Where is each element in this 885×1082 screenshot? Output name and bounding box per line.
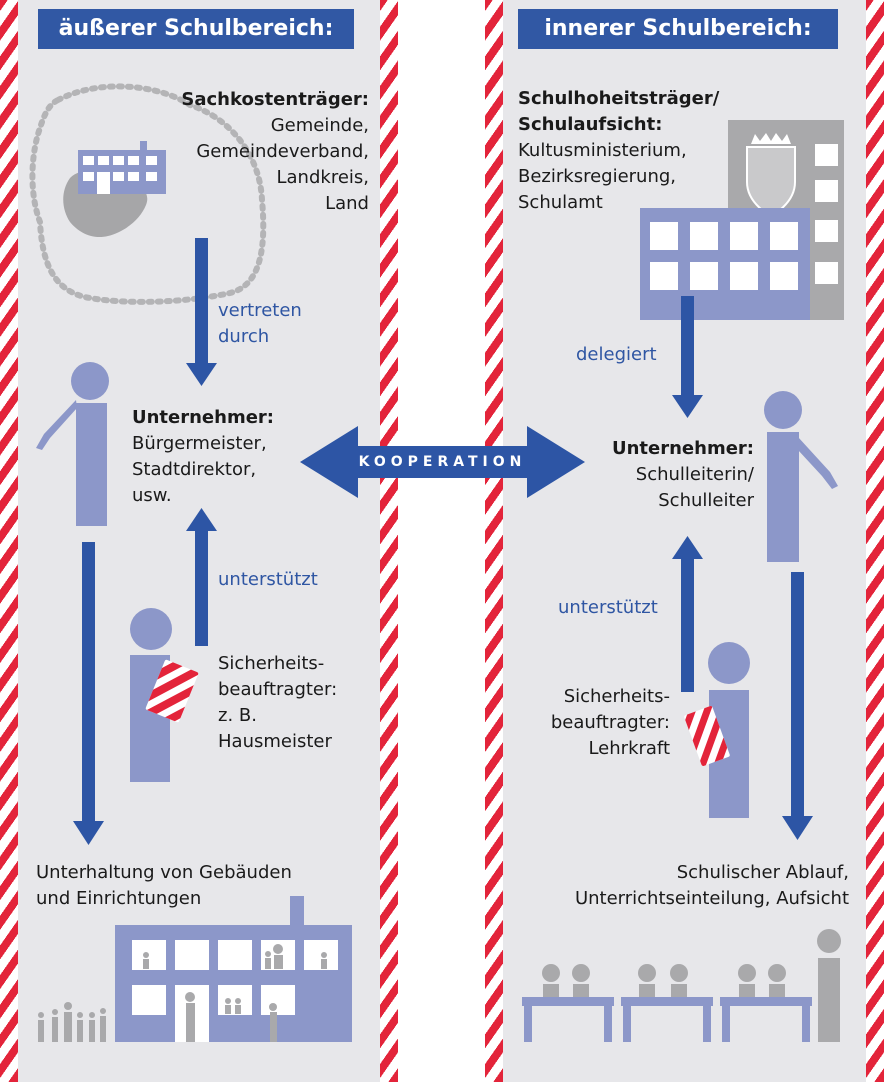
right-sicherheit-block: Sicherheits- beauftragter: Lehrkraft bbox=[551, 684, 670, 762]
left-unternehmer-line: Stadtdirektor, bbox=[132, 459, 257, 480]
left-sicherheit-line: z. B. bbox=[218, 705, 257, 726]
hoheit-title: Schulhoheitsträger/ bbox=[518, 88, 720, 109]
sachkosten-block: Sachkostenträger: Gemeinde, Gemeindeverb… bbox=[181, 87, 369, 217]
left-result-block: Unterhaltung von Gebäuden und Einrichtun… bbox=[36, 860, 292, 912]
stripe-border bbox=[380, 0, 398, 1082]
hoheit-line: Schulamt bbox=[518, 192, 603, 213]
sachkosten-line: Gemeinde, bbox=[270, 115, 369, 136]
left-unternehmer-line: Bürgermeister, bbox=[132, 433, 267, 454]
kooperation-arrow bbox=[300, 426, 585, 498]
vertreten-label: vertreten durch bbox=[218, 298, 302, 350]
kooperation-label: KOOPERATION bbox=[358, 454, 527, 470]
left-unterstuetzt-label: unterstützt bbox=[218, 569, 318, 590]
stripe-border bbox=[485, 0, 503, 1082]
stripe-border bbox=[0, 0, 18, 1082]
classroom-icon bbox=[522, 929, 841, 1042]
sachkosten-line: Land bbox=[325, 193, 369, 214]
right-unternehmer-block: Unternehmer: Schulleiterin/ Schulleiter bbox=[612, 436, 754, 514]
left-sicherheit-line: Sicherheits- bbox=[218, 653, 325, 674]
right-unternehmer-title: Unternehmer: bbox=[612, 438, 754, 459]
left-header: äußerer Schulbereich: bbox=[38, 9, 354, 49]
left-unternehmer-title: Unternehmer: bbox=[132, 407, 274, 428]
right-sicherheit-line: Lehrkraft bbox=[588, 738, 670, 759]
left-unternehmer-block: Unternehmer: Bürgermeister, Stadtdirekto… bbox=[132, 405, 274, 509]
right-header: innerer Schulbereich: bbox=[518, 9, 838, 49]
right-result-block: Schulischer Ablauf, Unterrichtseinteilun… bbox=[575, 860, 849, 912]
left-sicherheit-line: beauftragter: bbox=[218, 679, 338, 700]
left-arrows bbox=[73, 238, 217, 845]
town-building-icon bbox=[78, 141, 166, 194]
right-unternehmer-line: Schulleiter bbox=[658, 490, 754, 511]
left-safety-officer-figure bbox=[130, 608, 199, 782]
school-building-icon bbox=[38, 896, 352, 1042]
hoheit-line: Bezirksregierung, bbox=[518, 166, 677, 187]
left-sicherheit-block: Sicherheits- beauftragter: z. B. Hausmei… bbox=[218, 651, 337, 755]
right-result-line: Unterrichtseinteilung, Aufsicht bbox=[574, 888, 849, 909]
vertreten-line: vertreten bbox=[218, 300, 302, 321]
delegiert-label: delegiert bbox=[576, 344, 657, 365]
vertreten-line: durch bbox=[218, 326, 270, 347]
left-unternehmer-line: usw. bbox=[132, 485, 172, 506]
left-result-line: und Einrichtungen bbox=[36, 888, 202, 909]
right-sicherheit-line: beauftragter: bbox=[550, 712, 670, 733]
right-sicherheit-line: Sicherheits- bbox=[563, 686, 670, 707]
sachkosten-line: Gemeindeverband, bbox=[196, 141, 369, 162]
hoheit-title: Schulaufsicht: bbox=[518, 114, 663, 135]
right-unternehmer-line: Schulleiterin/ bbox=[635, 464, 754, 485]
sachkosten-line: Landkreis, bbox=[276, 167, 370, 188]
government-building-icon bbox=[640, 120, 844, 320]
right-safety-officer-figure bbox=[683, 642, 750, 818]
hoheit-block: Schulhoheitsträger/ Schulaufsicht: Kultu… bbox=[518, 86, 719, 216]
sachkosten-title: Sachkostenträger: bbox=[181, 89, 369, 110]
mayor-figure bbox=[36, 362, 109, 526]
left-sicherheit-line: Hausmeister bbox=[218, 731, 332, 752]
right-arrows bbox=[672, 296, 813, 840]
right-unterstuetzt-label: unterstützt bbox=[558, 597, 658, 618]
principal-figure bbox=[764, 391, 838, 562]
right-result-line: Schulischer Ablauf, bbox=[676, 862, 849, 883]
hoheit-line: Kultusministerium, bbox=[518, 140, 687, 161]
stripe-border bbox=[866, 0, 884, 1082]
left-result-line: Unterhaltung von Gebäuden bbox=[36, 862, 292, 883]
